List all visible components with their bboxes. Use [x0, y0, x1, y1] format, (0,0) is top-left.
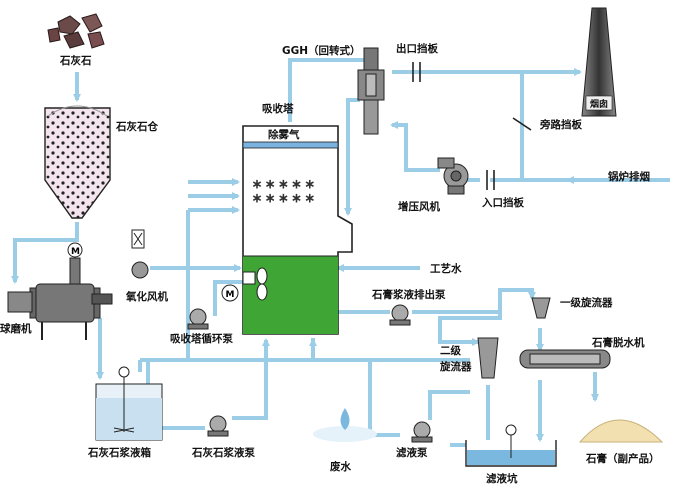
oxidation-fan-icon — [131, 229, 149, 279]
demister-label: 除雾气 — [268, 128, 300, 141]
chimney-label: 烟囱 — [590, 98, 608, 110]
pipe-ggh-to-absorber — [344, 98, 360, 216]
slurry-pump-icon — [207, 415, 229, 437]
filtrate-pit-label: 滤液坑 — [486, 472, 518, 485]
filtrate-pump-label: 滤液泵 — [396, 446, 428, 459]
ball-mill: M — [7, 242, 113, 340]
limestone-slurry-tank — [95, 366, 163, 441]
pipe-pump-to-cyclone — [412, 288, 520, 314]
mill-motor-icon: M — [71, 247, 80, 257]
pipe-to-primary-cyclone — [520, 288, 536, 300]
ggh-label: GGH（回转式） — [282, 44, 361, 57]
gypsum-dewatering-label: 石膏脱水机 — [591, 336, 645, 349]
limestone-silo-label: 石灰石仓 — [115, 120, 158, 133]
pipe-silo-to-mill — [11, 222, 79, 284]
chimney-icon — [581, 7, 617, 117]
oxidation-fan-label: 氧化风机 — [125, 290, 168, 303]
secondary-cyclone-label-1: 二级 — [440, 344, 461, 357]
gypsum-discharge-pump-icon — [389, 304, 411, 326]
wastewater-label: 废水 — [330, 460, 351, 473]
wastewater-drop-icon — [313, 408, 377, 442]
slurry-tank-label: 石灰石浆液箱 — [87, 446, 151, 459]
outlet-damper-icon — [412, 62, 421, 82]
gypsum-discharge-pump-label: 石膏浆液排出泵 — [371, 288, 446, 301]
primary-cyclone-label: 一级旋流器 — [560, 296, 613, 309]
pipes — [11, 58, 670, 447]
pipe-recirc-suction — [213, 280, 243, 316]
secondary-cyclone-label-2: 旋流器 — [439, 360, 472, 373]
booster-fan-icon — [437, 157, 469, 195]
recirculation-pump-label: 吸收塔循环泵 — [170, 332, 233, 345]
slurry-pump-label: 石灰石浆液泵 — [191, 446, 255, 459]
svg-text:＊ ＊ ＊ ＊ ＊: ＊ ＊ ＊ ＊ ＊ — [252, 180, 315, 191]
primary-cyclone-icon — [531, 297, 551, 319]
pipe-pump-to-absorber — [232, 338, 270, 420]
absorber-tower: ＊ ＊ ＊ ＊ ＊ ＊ ＊ ＊ ＊ ＊ — [242, 125, 353, 335]
absorber-motor-icon — [221, 284, 239, 302]
booster-fan-label: 增压风机 — [398, 200, 440, 213]
gypsum-dewatering-icon — [519, 349, 611, 369]
recirculation-pump-icon — [187, 308, 209, 330]
inlet-damper-icon — [486, 170, 495, 190]
inlet-damper-label: 入口挡板 — [482, 196, 524, 209]
gypsum-pile-icon — [578, 419, 664, 443]
pipe-tank-return — [146, 320, 190, 388]
limestone-label: 石灰石 — [59, 54, 92, 67]
ball-mill-label: 球磨机 — [0, 322, 32, 335]
boiler-flue-label: 锅炉排烟 — [608, 170, 650, 183]
bypass-damper-icon — [512, 117, 532, 131]
ggh-heater — [357, 47, 385, 135]
secondary-cyclone-icon — [477, 337, 499, 379]
process-water-label: 工艺水 — [430, 262, 462, 275]
pipe-absorber-outlet — [288, 58, 372, 122]
absorber-label: 吸收塔 — [262, 102, 294, 115]
pipe-filtrate-branch — [428, 390, 470, 420]
svg-text:＊ ＊ ＊ ＊ ＊: ＊ ＊ ＊ ＊ ＊ — [252, 194, 315, 205]
pipe-to-secondary-cyclone — [438, 312, 502, 346]
limestone-rocks-icon — [47, 13, 105, 49]
spray-nozzles: ＊ ＊ ＊ ＊ ＊ ＊ ＊ ＊ ＊ ＊ — [252, 180, 316, 206]
filtrate-pit — [465, 424, 557, 467]
absorber-motor-label: M — [226, 290, 235, 300]
outlet-damper-label: 出口挡板 — [396, 42, 438, 55]
limestone-silo — [44, 105, 111, 219]
bypass-damper-label: 旁路挡板 — [539, 118, 582, 131]
gypsum-product-label: 石膏（副产品） — [585, 452, 660, 465]
pipe-fan-to-ggh — [390, 121, 440, 172]
pipe-filtrate-up — [368, 360, 400, 437]
filtrate-pump-icon — [411, 421, 433, 443]
